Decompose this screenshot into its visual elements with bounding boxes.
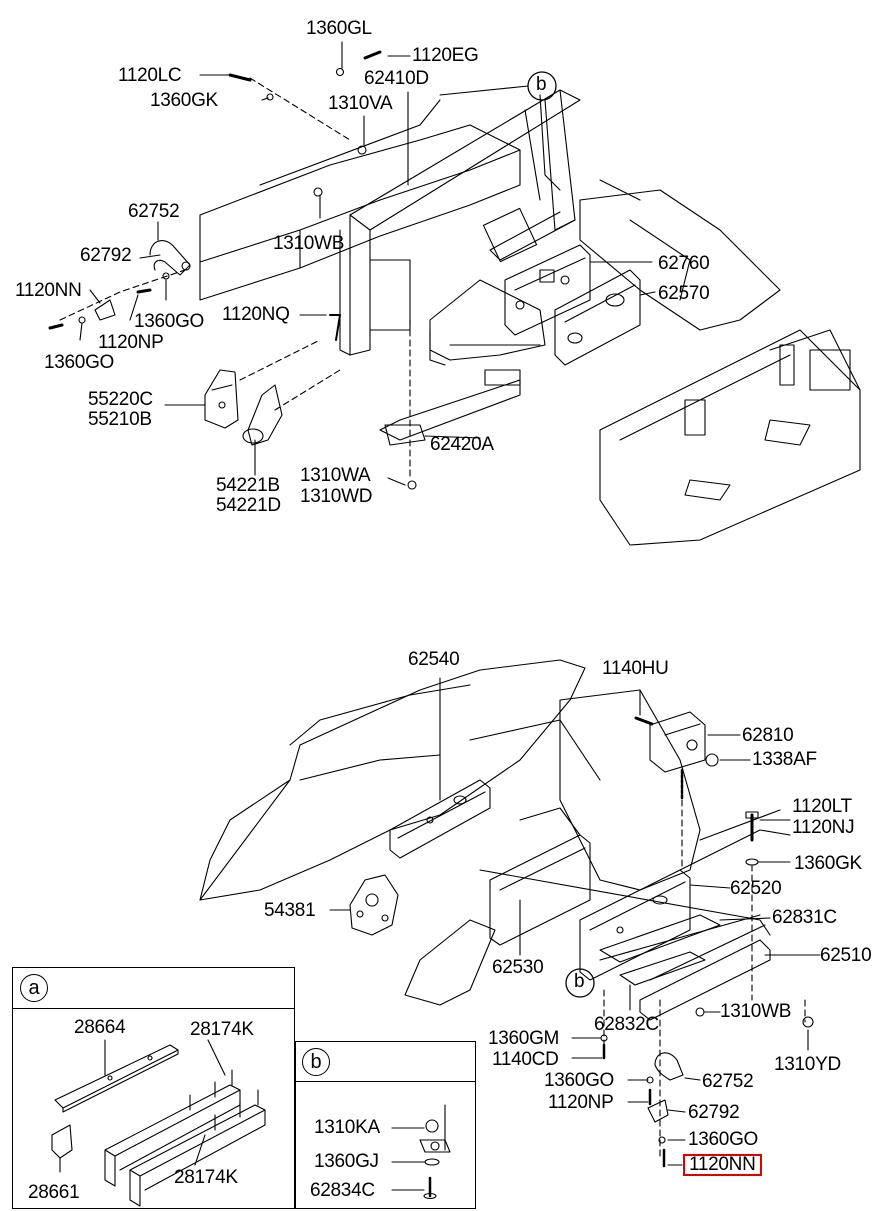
label-1120NN-bottom-highlighted[interactable]: 1120NN: [683, 1154, 762, 1176]
label-54221D-top: 54221D: [216, 495, 281, 516]
label-1120NQ-top: 1120NQ: [222, 304, 290, 325]
label-1120LC-top: 1120LC: [118, 65, 182, 86]
label-62510-bottom: 62510: [820, 945, 872, 966]
label-1338AF-bottom: 1338AF: [752, 749, 817, 770]
inset-a-frame: [12, 967, 295, 1209]
label-1310VA-top: 1310VA: [328, 93, 393, 114]
label-62831C-bottom: 62831C: [772, 907, 837, 928]
label-62420A-top: 62420A: [430, 434, 494, 455]
callout-b-top: b: [536, 74, 547, 95]
label-1120NJ-bottom: 1120NJ: [792, 817, 855, 838]
label-62832C-bottom: 62832C: [594, 1014, 659, 1035]
inset-a-letter: a: [20, 974, 48, 1002]
inset-b-drawing: [391, 1104, 451, 1200]
label-1120NP-bottom: 1120NP: [548, 1092, 614, 1113]
label-1360GJ-inset: 1360GJ: [314, 1151, 379, 1172]
label-1120NP-top: 1120NP: [98, 332, 164, 353]
inset-b-header-divider: [295, 1081, 476, 1082]
inset-b-letter: b: [302, 1048, 330, 1076]
label-1310WA-top: 1310WA: [300, 465, 371, 486]
label-1140CD-bottom: 1140CD: [492, 1049, 559, 1070]
label-62540-bottom: 62540: [408, 649, 460, 670]
inset-b-frame: [295, 1041, 476, 1209]
label-1310KA-inset: 1310KA: [314, 1117, 380, 1138]
label-28174K-inset-b: 28174K: [174, 1167, 238, 1188]
label-1120NN-top: 1120NN: [15, 280, 82, 301]
label-1310WB-bottom: 1310WB: [720, 1001, 792, 1022]
label-62792-top: 62792: [80, 245, 132, 266]
label-1140HU-bottom: 1140HU: [602, 658, 669, 679]
callout-b-bottom: b: [574, 971, 585, 992]
inset-a-header-divider: [12, 1008, 295, 1009]
label-62810-bottom: 62810: [742, 725, 794, 746]
label-62792-bottom: 62792: [688, 1102, 740, 1123]
label-1360GO-bottom-b: 1360GO: [688, 1129, 759, 1150]
label-28664-inset: 28664: [74, 1017, 126, 1038]
label-1360GO-bottom-a: 1360GO: [544, 1070, 615, 1091]
label-54381-bottom: 54381: [264, 900, 316, 921]
label-28661-inset: 28661: [28, 1182, 80, 1203]
label-62520-bottom: 62520: [730, 878, 782, 899]
label-54221B-top: 54221B: [216, 475, 280, 496]
label-1360GO-top-a: 1360GO: [134, 311, 205, 332]
label-28174K-inset-a: 28174K: [190, 1019, 254, 1040]
label-62410D-top: 62410D: [364, 68, 429, 89]
label-1360GM-bottom: 1360GM: [488, 1028, 560, 1049]
top-frame-assembly: [48, 41, 861, 546]
label-55220C-top: 55220C: [88, 389, 153, 410]
label-55210B-top: 55210B: [88, 409, 152, 430]
label-62760-top: 62760: [658, 253, 710, 274]
label-62530-bottom: 62530: [492, 957, 544, 978]
label-1120LT-bottom: 1120LT: [792, 796, 852, 817]
label-1310WB-top: 1310WB: [273, 233, 345, 254]
label-62834C-inset: 62834C: [310, 1180, 375, 1201]
label-1360GL-top: 1360GL: [306, 18, 372, 39]
bottom-frame-assembly: [199, 659, 821, 1168]
label-1360GK-top: 1360GK: [150, 90, 218, 111]
label-1310WD-top: 1310WD: [300, 486, 373, 507]
label-1120EG-top: 1120EG: [412, 45, 479, 66]
label-62570-top: 62570: [658, 283, 710, 304]
label-62752-bottom: 62752: [702, 1071, 754, 1092]
label-1360GO-top-b: 1360GO: [44, 352, 115, 373]
label-1310YD-bottom: 1310YD: [774, 1054, 841, 1075]
label-1360GK-bottom: 1360GK: [794, 853, 862, 874]
label-62752-top: 62752: [128, 201, 180, 222]
inset-a-drawing: [51, 1039, 266, 1207]
